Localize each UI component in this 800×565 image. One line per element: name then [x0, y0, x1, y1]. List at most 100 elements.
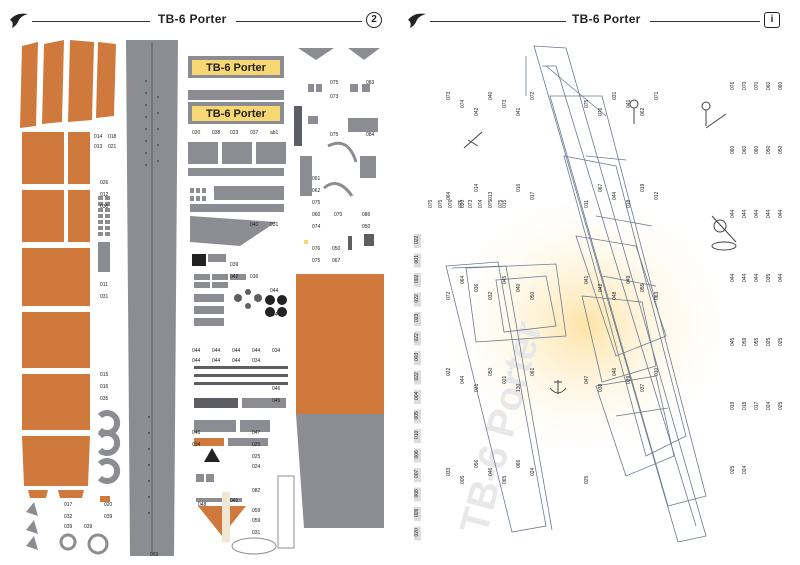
part-label: 074: [312, 224, 321, 230]
part-label: 038: [212, 130, 221, 136]
part-label: 086: [362, 212, 371, 218]
part-label: 011: [584, 200, 590, 208]
part-label: 075: [584, 99, 590, 108]
part-label: 024: [530, 467, 536, 476]
part-label: 037: [640, 383, 646, 392]
part-label: 025: [584, 475, 590, 484]
part-label: 038: [598, 383, 604, 392]
part-label: 034: [192, 442, 201, 448]
part-label: 050: [362, 224, 371, 230]
part-label: 044: [754, 209, 760, 218]
label-tag: [414, 487, 421, 502]
part-label: 013: [94, 144, 103, 150]
part-label: 060: [312, 212, 321, 218]
part-label: 044: [612, 191, 618, 200]
label-tag: [414, 351, 421, 365]
part-label: 060: [754, 145, 760, 154]
part-label: 070: [742, 81, 748, 90]
part-label: 044: [212, 358, 221, 364]
part-label: 042: [598, 283, 604, 292]
part-label: 039: [104, 514, 113, 520]
part-label: 036: [250, 274, 259, 280]
part-label: 025: [766, 337, 772, 346]
label-tag: [414, 448, 421, 463]
bird-logo-icon: [10, 13, 28, 28]
part-label: 014: [94, 134, 103, 140]
part-label: 018: [742, 401, 748, 410]
part-label: 005: [460, 475, 466, 484]
part-label: 061: [312, 176, 321, 182]
label-tag: [414, 331, 421, 346]
part-label: 042: [474, 107, 480, 116]
part-label: 046: [272, 386, 281, 392]
right-page-header: TB-6 Porter i: [406, 8, 792, 34]
part-label: 044: [778, 209, 784, 218]
ship-hull-drawing: [445, 45, 707, 543]
left-page: TB-6 Porter 2: [8, 8, 394, 558]
part-label: 039: [84, 524, 93, 530]
part-label: 022: [446, 367, 452, 376]
part-label: 004: [414, 391, 420, 400]
part-label: 036: [474, 283, 480, 292]
part-label: 018: [108, 134, 117, 140]
part-label: 045: [272, 398, 281, 404]
part-label: 025: [252, 442, 261, 448]
part-label: 008: [414, 489, 420, 498]
part-label: 031: [252, 530, 261, 536]
part-label: 041: [230, 498, 239, 504]
small-fittings: [294, 48, 380, 250]
part-label: 075: [312, 200, 321, 206]
part-label: 018: [626, 199, 632, 208]
part-label: 035: [100, 396, 109, 402]
part-label: 064: [460, 275, 466, 284]
right-page: TB-6 Porter i TB-6 Porter: [406, 8, 792, 558]
part-label: 019: [640, 183, 646, 192]
part-label: 021: [502, 375, 508, 384]
part-label: 044: [730, 273, 736, 282]
part-label: 022: [414, 372, 420, 381]
part-label: 075: [312, 258, 321, 264]
part-label: 082: [252, 488, 261, 494]
parts-sheet-left: TB-6 Porter TB-6 Porter: [18, 40, 384, 558]
part-label: 017: [530, 191, 536, 200]
part-label: 044: [272, 312, 281, 318]
part-label: 075: [498, 199, 504, 208]
part-label: 062: [312, 188, 321, 194]
label-column-a: 0220010020220230220030220040050100060070…: [414, 234, 421, 541]
label-tag: [414, 234, 421, 248]
part-label: 031: [474, 383, 480, 392]
part-label: 050: [766, 145, 772, 154]
anchor-icon: [549, 380, 567, 394]
part-label: 044: [754, 273, 760, 282]
part-label: 072: [446, 291, 452, 300]
part-label: 012: [654, 191, 660, 200]
part-label: 020: [104, 502, 113, 508]
part-label: 045: [730, 337, 736, 346]
part-label: 065: [502, 475, 508, 484]
part-label: 076: [730, 81, 736, 90]
part-label: 060: [778, 81, 784, 90]
part-label: 046: [192, 430, 201, 436]
part-label: 033: [446, 467, 452, 476]
header-rule-left: [32, 21, 150, 22]
part-label: 049: [626, 275, 632, 284]
small-plates-grid: [98, 196, 110, 272]
part-label: 059: [252, 508, 261, 514]
highlight-glow: [436, 186, 736, 466]
part-label: 050: [488, 367, 494, 376]
assembly-diagram: TB-6 Porter: [414, 45, 784, 543]
part-label: 073: [446, 91, 452, 100]
part-label: 005: [414, 411, 420, 420]
part-label: 015: [100, 372, 109, 378]
part-label: 076: [448, 199, 454, 208]
part-label: 025: [778, 401, 784, 410]
part-label: 039: [626, 375, 632, 384]
part-label: 060: [730, 145, 736, 154]
part-label: 056: [474, 459, 480, 468]
label-tag: [414, 409, 421, 424]
header-rule-right: [236, 21, 362, 22]
banner-text-bottom: TB-6 Porter: [206, 108, 267, 120]
part-label: 046: [488, 467, 494, 476]
part-label: 031: [100, 294, 109, 300]
part-label: 075: [438, 199, 444, 208]
